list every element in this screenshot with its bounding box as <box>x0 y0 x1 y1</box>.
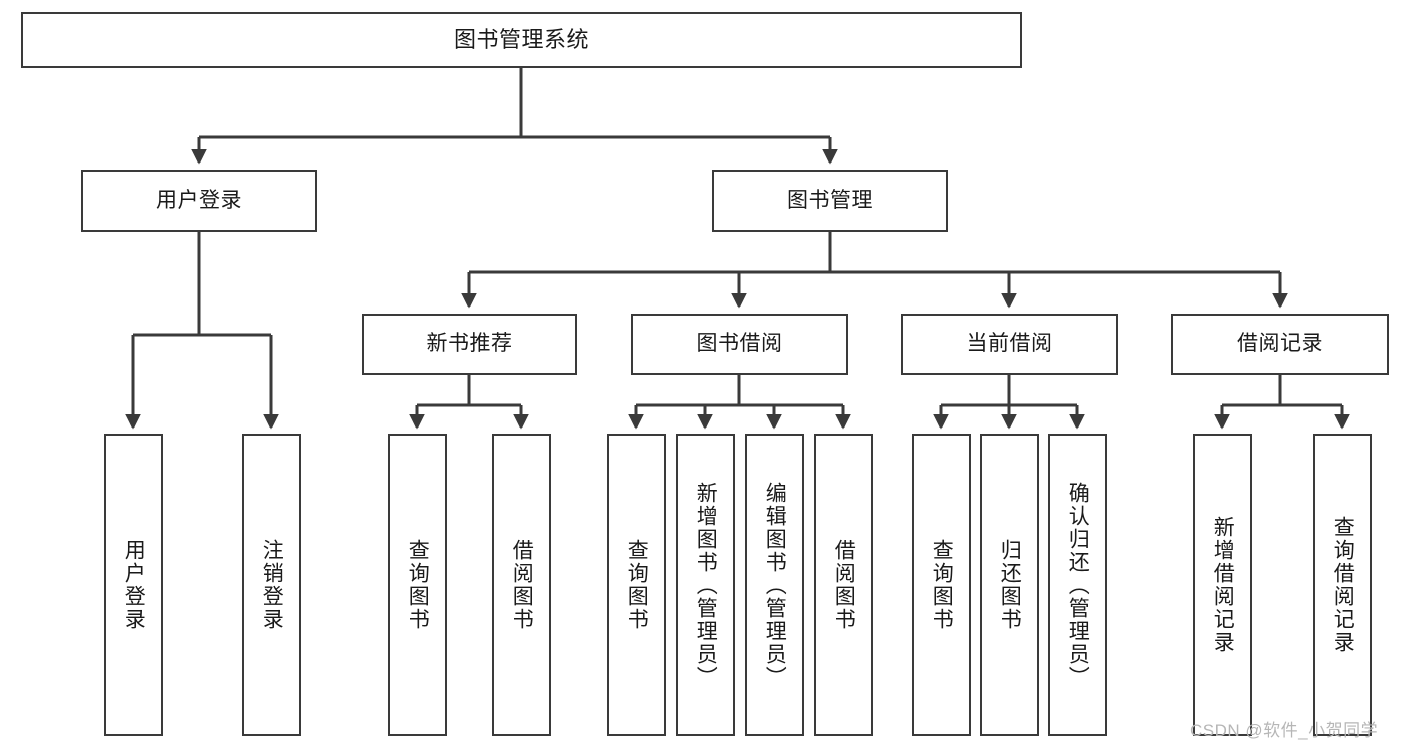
node-leaf-add-book-label: 新增图书（管理员） <box>694 481 718 689</box>
node-leaf-borrow-book-1[interactable]: 借阅图书 <box>492 434 551 736</box>
node-book-borrow[interactable]: 图书借阅 <box>631 314 848 375</box>
node-leaf-confirm-return[interactable]: 确认归还（管理员） <box>1048 434 1107 736</box>
node-leaf-query-record-label: 查询借阅记录 <box>1331 516 1355 654</box>
node-leaf-return-book[interactable]: 归还图书 <box>980 434 1039 736</box>
node-root[interactable]: 图书管理系统 <box>21 12 1022 68</box>
node-leaf-query-book-2[interactable]: 查询图书 <box>607 434 666 736</box>
node-user-login-label: 用户登录 <box>156 188 242 212</box>
node-leaf-query-book-1[interactable]: 查询图书 <box>388 434 447 736</box>
node-current-borrow-label: 当前借阅 <box>966 332 1053 356</box>
node-leaf-user-login-label: 用户登录 <box>122 539 146 631</box>
node-leaf-edit-book[interactable]: 编辑图书（管理员） <box>745 434 804 736</box>
node-borrow-record[interactable]: 借阅记录 <box>1171 314 1389 375</box>
node-leaf-borrow-book-2-label: 借阅图书 <box>832 539 856 631</box>
node-leaf-borrow-book-1-label: 借阅图书 <box>510 539 534 631</box>
node-leaf-logout-label: 注销登录 <box>260 539 284 631</box>
node-leaf-return-book-label: 归还图书 <box>998 539 1022 631</box>
node-new-book-recommend-label: 新书推荐 <box>426 332 513 356</box>
node-leaf-query-book-3[interactable]: 查询图书 <box>912 434 971 736</box>
node-leaf-query-book-1-label: 查询图书 <box>406 539 430 631</box>
node-leaf-add-record[interactable]: 新增借阅记录 <box>1193 434 1252 736</box>
node-book-management[interactable]: 图书管理 <box>712 170 948 232</box>
csdn-watermark: CSDN @软件_小贺同学 <box>1190 721 1379 740</box>
node-leaf-query-book-2-label: 查询图书 <box>625 539 649 631</box>
node-book-borrow-label: 图书借阅 <box>696 332 783 356</box>
node-borrow-record-label: 借阅记录 <box>1237 332 1323 356</box>
node-leaf-logout[interactable]: 注销登录 <box>242 434 301 736</box>
node-leaf-confirm-return-label: 确认归还（管理员） <box>1066 481 1090 689</box>
node-root-label: 图书管理系统 <box>453 27 589 53</box>
node-new-book-recommend[interactable]: 新书推荐 <box>362 314 577 375</box>
node-leaf-add-record-label: 新增借阅记录 <box>1211 516 1235 654</box>
node-leaf-borrow-book-2[interactable]: 借阅图书 <box>814 434 873 736</box>
node-book-management-label: 图书管理 <box>787 188 873 212</box>
node-user-login[interactable]: 用户登录 <box>81 170 317 232</box>
node-leaf-add-book[interactable]: 新增图书（管理员） <box>676 434 735 736</box>
node-leaf-query-record[interactable]: 查询借阅记录 <box>1313 434 1372 736</box>
node-leaf-user-login[interactable]: 用户登录 <box>104 434 163 736</box>
node-leaf-edit-book-label: 编辑图书（管理员） <box>763 481 787 689</box>
node-current-borrow[interactable]: 当前借阅 <box>901 314 1118 375</box>
node-leaf-query-book-3-label: 查询图书 <box>930 539 954 631</box>
